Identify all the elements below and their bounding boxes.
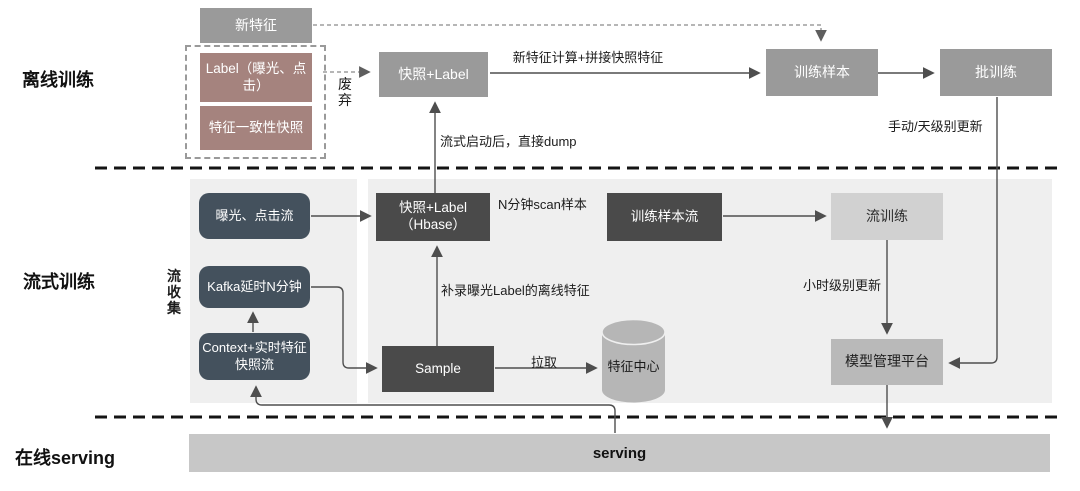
node-feature-consistency-snapshot: 特征一致性快照 (200, 106, 312, 150)
node-batch-training: 批训练 (940, 49, 1052, 96)
feature-center-cylinder (601, 318, 666, 403)
label-stream-collect: 流收集 (167, 268, 181, 317)
node-context-snapshot-stream: Context+实时特征快照流 (199, 333, 310, 380)
edge-label-stream-dump: 流式启动后，直接dump (440, 134, 577, 149)
node-label-exposure-click: Label（曝光、点击） (200, 53, 312, 102)
node-kafka-delay: Kafka延时N分钟 (199, 266, 310, 308)
node-training-sample: 训练样本 (766, 49, 878, 96)
hbase-line1: 快照+Label (399, 200, 467, 216)
edge-newfeature-to-trainingsample (313, 24, 827, 42)
edge-serving-to-context (250, 385, 616, 433)
node-stream-training: 流训练 (831, 193, 943, 240)
hbase-line2: （Hbase） (399, 217, 467, 232)
edge-label-hourly-update: 小时级别更新 (803, 278, 882, 293)
edge-batchtraining-to-modelplatform (948, 97, 998, 369)
edge-label-pull: 拉取 (530, 355, 557, 370)
section-label-offline: 离线训练 (22, 70, 94, 90)
label-feature-center: 特征中心 (607, 359, 660, 374)
node-hbase-snapshot-label: 快照+Label （Hbase） (376, 193, 490, 241)
edge-label-scan: N分钟scan样本 (498, 197, 587, 212)
edge-label-backfill: 补录曝光Label的离线特征 (441, 283, 590, 298)
node-sample: Sample (382, 346, 494, 392)
section-label-streaming: 流式训练 (23, 272, 95, 292)
serving-bar: serving (189, 434, 1050, 472)
node-exposure-click-stream: 曝光、点击流 (199, 193, 310, 239)
edge-kafka-to-sample (311, 286, 378, 374)
node-new-feature: 新特征 (200, 8, 312, 43)
discarded-group-border (185, 45, 326, 159)
edge-label-manual-update: 手动/天级别更新 (888, 119, 983, 134)
node-training-sample-stream: 训练样本流 (607, 193, 722, 241)
node-snapshot-label: 快照+Label (379, 52, 488, 97)
edge-label-new-feature-calc: 新特征计算+拼接快照特征 (512, 50, 664, 65)
section-label-online: 在线serving (15, 448, 116, 468)
node-model-platform: 模型管理平台 (831, 339, 943, 385)
label-discard: 废弃 (338, 76, 352, 109)
